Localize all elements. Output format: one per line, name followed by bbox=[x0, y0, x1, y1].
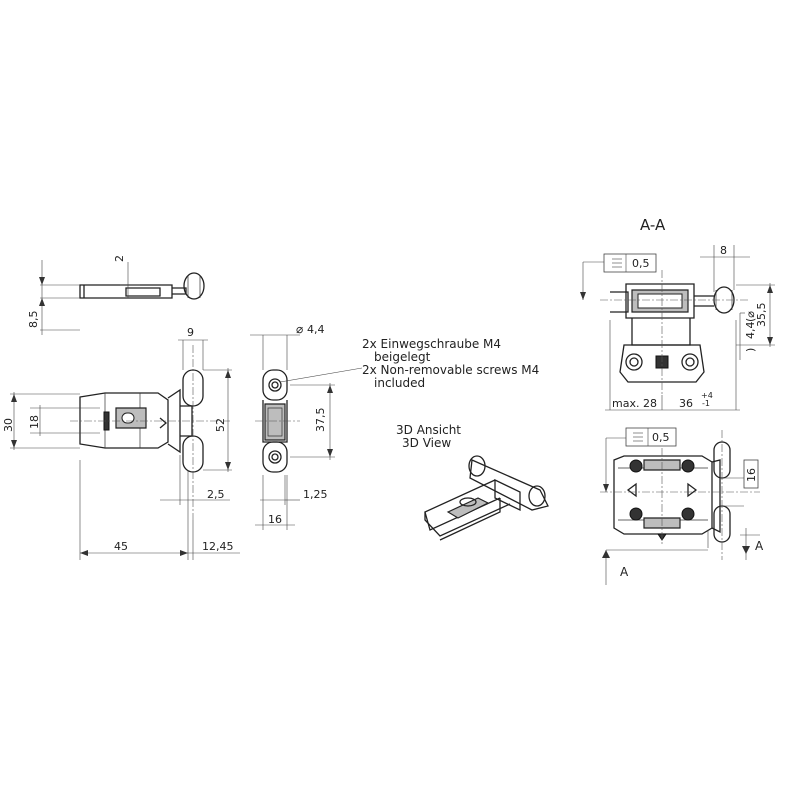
dim-9: 9 bbox=[187, 326, 194, 339]
bottom-right-view bbox=[600, 427, 760, 560]
diameter-symbol: ⌀ bbox=[296, 322, 303, 336]
dim-max-28: max. 28 bbox=[612, 397, 657, 410]
dim-4-4: 4,4 bbox=[307, 323, 325, 336]
svg-text:(⌀: (⌀ bbox=[744, 311, 757, 322]
callout-line-4: included bbox=[374, 376, 425, 390]
section-marker-right bbox=[742, 528, 750, 560]
dim-36: 36 bbox=[679, 397, 693, 410]
dim-12-45: 12,45 bbox=[202, 540, 234, 553]
dim-4-4-ref: 4,4 bbox=[744, 322, 757, 340]
dim-1-25: 1,25 bbox=[303, 488, 328, 501]
dim-45: 45 bbox=[114, 540, 128, 553]
callout-line-1: 2x Einwegschraube M4 bbox=[362, 337, 501, 351]
tolerance-plus: +4 bbox=[701, 391, 713, 400]
tolerance-0-5-top: 0,5 bbox=[632, 257, 650, 270]
dim-16: 16 bbox=[268, 513, 282, 526]
dimension-arrows bbox=[11, 277, 773, 556]
dim-2-5: 2,5 bbox=[207, 488, 225, 501]
dim-18: 18 bbox=[28, 415, 41, 429]
dim-35-5: 35,5 bbox=[755, 303, 768, 328]
dim-16-section: 16 bbox=[745, 468, 758, 482]
section-a-a-view bbox=[582, 245, 775, 411]
view-3d-line-1: 3D Ansicht bbox=[396, 423, 461, 437]
dim-52: 52 bbox=[214, 418, 227, 432]
callout-line-2: beigelegt bbox=[374, 350, 431, 364]
dim-8-5: 8,5 bbox=[27, 311, 40, 329]
side-view-top bbox=[40, 260, 205, 335]
view-3d-line-2: 3D View bbox=[402, 436, 451, 450]
front-view bbox=[10, 339, 240, 560]
callout-line-3: 2x Non-removable screws M4 bbox=[362, 363, 539, 377]
section-marker-a-right: A bbox=[755, 539, 764, 553]
section-marker-a-left: A bbox=[620, 565, 629, 579]
tolerance-0-5-bottom: 0,5 bbox=[652, 431, 670, 444]
dim-2: 2 bbox=[113, 255, 126, 262]
dim-37-5: 37,5 bbox=[314, 408, 327, 433]
dim-30: 30 bbox=[2, 418, 15, 432]
section-title: A-A bbox=[640, 216, 666, 234]
svg-text:): ) bbox=[744, 348, 757, 352]
tolerance-minus: -1 bbox=[702, 399, 710, 408]
section-marker-left bbox=[602, 550, 610, 585]
isometric-view bbox=[424, 455, 549, 541]
dim-8: 8 bbox=[720, 244, 727, 257]
plate-side-view bbox=[250, 334, 363, 530]
